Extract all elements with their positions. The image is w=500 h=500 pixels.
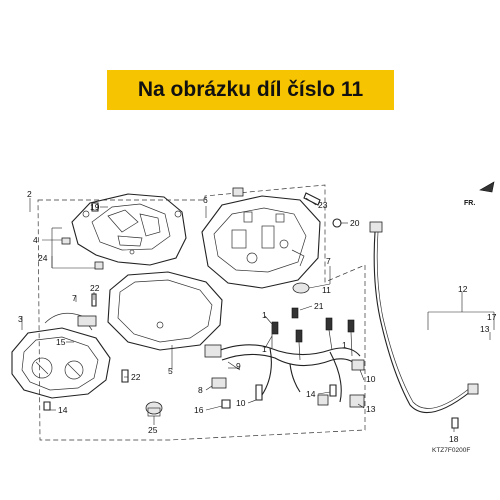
callout-20: 20 (350, 218, 360, 228)
meter-visor (107, 271, 223, 351)
callout-10: 10 (236, 398, 246, 408)
callout-22b: 22 (131, 372, 141, 382)
callout-17: 17 (487, 312, 497, 322)
rubber-boot (292, 282, 310, 294)
assembly-outline (37, 184, 366, 441)
callout-10b: 10 (366, 374, 376, 384)
callout-1a: 1 (262, 310, 267, 320)
callout-23: 23 (318, 200, 328, 210)
callout-5: 5 (168, 366, 173, 376)
callout-14: 14 (58, 405, 68, 415)
callout-12: 12 (458, 284, 468, 294)
speedometer-cable (369, 221, 479, 413)
callout-1b: 1 (262, 344, 267, 354)
callout-labels: 2 19 4 24 7 22 3 15 22 5 14 25 6 23 20 7… (18, 189, 497, 454)
callout-13b: 13 (366, 404, 376, 414)
callout-25: 25 (148, 425, 158, 435)
leader-lines (21, 197, 495, 432)
callout-19: 19 (90, 202, 100, 212)
banner-text: Na obrázku díl číslo 11 (137, 78, 364, 101)
callout-24: 24 (38, 253, 48, 263)
diagram-code: KTZ7F0200F (432, 447, 470, 454)
callout-18: 18 (449, 434, 459, 444)
callout-15: 15 (56, 337, 66, 347)
callout-8: 8 (198, 385, 203, 395)
front-label: FR. (464, 200, 475, 207)
callout-11: 11 (322, 285, 331, 295)
callout-13: 13 (480, 324, 490, 334)
meter-lower-case (201, 195, 321, 289)
nut-20 (332, 218, 342, 228)
callout-9: 9 (236, 361, 241, 371)
callout-16: 16 (194, 405, 204, 415)
front-direction-marker: FR. (464, 181, 495, 207)
screws (43, 202, 459, 429)
callout-2: 2 (27, 189, 32, 199)
callout-7b: 7 (326, 256, 331, 266)
socket-25 (145, 401, 163, 417)
callout-14b: 14 (306, 389, 316, 399)
callout-21: 21 (314, 301, 324, 311)
clip-23 (303, 192, 321, 206)
meter-panel (11, 312, 111, 399)
callout-7: 7 (72, 293, 77, 303)
cap-6 (232, 187, 244, 197)
wire-harness (204, 325, 365, 408)
callout-4: 4 (33, 235, 38, 245)
callout-6: 6 (203, 195, 208, 205)
callout-1c: 1 (342, 340, 347, 350)
bulb-sockets (271, 307, 355, 343)
part-number-banner: Na obrázku díl číslo 11 (107, 70, 394, 110)
callout-22: 22 (90, 283, 100, 293)
meter-case (71, 193, 187, 266)
callout-3: 3 (18, 314, 23, 324)
